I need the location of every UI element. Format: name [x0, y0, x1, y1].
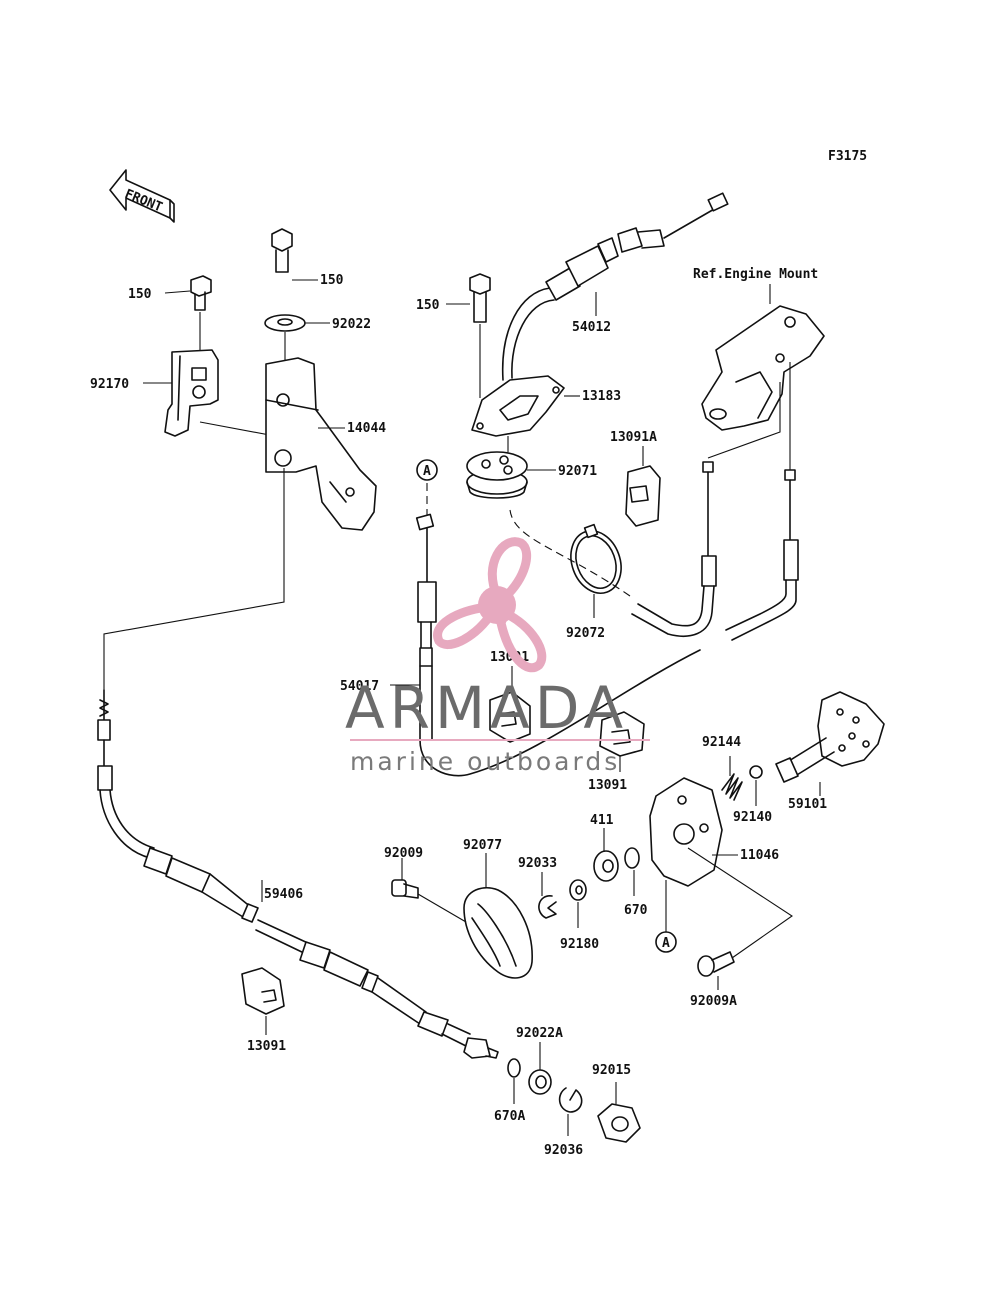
washer-92180 [569, 879, 587, 928]
label-54017: 54017 [340, 679, 379, 694]
label-13091A: 13091A [610, 430, 657, 445]
label-411: 411 [590, 813, 614, 828]
label-92140: 92140 [733, 810, 772, 825]
label-92033: 92033 [518, 856, 557, 871]
bolt-150-left [164, 275, 212, 311]
spring-92144 [721, 756, 743, 801]
bracket-92170 [164, 349, 219, 437]
cable-right-pair [631, 461, 799, 641]
plate-13183 [471, 375, 580, 437]
label-92036: 92036 [544, 1143, 583, 1158]
label-92071: 92071 [558, 464, 597, 479]
shaft-59101 [775, 691, 885, 796]
label-150-mid: 150 [320, 273, 344, 288]
svg-text:A: A [423, 464, 431, 479]
label-92180: 92180 [560, 937, 599, 952]
label-92022: 92022 [332, 317, 371, 332]
label-13091-right: 13091 [588, 778, 627, 793]
oring-670A [507, 1058, 521, 1104]
plate-11046 [649, 777, 738, 887]
label-670A: 670A [494, 1109, 525, 1124]
label-14044: 14044 [347, 421, 386, 436]
label-92022A: 92022A [516, 1026, 563, 1041]
bolt-150-mid [271, 228, 318, 281]
grommet-13091-bottom [241, 967, 285, 1035]
svg-text:A: A [662, 936, 670, 951]
watermark-brand: ARMADA [345, 674, 628, 742]
label-13183: 13183 [582, 389, 621, 404]
screw-92009A [697, 951, 735, 990]
watermark: ARMADA marine outboards [345, 537, 650, 776]
cable-54017 [415, 513, 701, 777]
grommet-13091-center [489, 666, 531, 743]
cable-59406 [97, 689, 499, 1059]
bracket-14044 [265, 357, 377, 531]
label-92015: 92015 [592, 1063, 631, 1078]
engine-mount-bracket [701, 305, 825, 431]
engine-mount-reference: Ref.Engine Mount [693, 267, 818, 282]
label-92170: 92170 [90, 377, 129, 392]
figure-code: F3175 [828, 149, 867, 164]
nut-92015 [597, 1082, 641, 1143]
ball-92140 [749, 765, 763, 806]
knob-92077 [463, 853, 533, 979]
label-59101: 59101 [788, 797, 827, 812]
grommet-92071 [466, 451, 556, 499]
front-arrow-icon: FRONT [109, 169, 175, 223]
label-92144: 92144 [702, 735, 741, 750]
label-54012: 54012 [572, 320, 611, 335]
lockwasher-92036 [558, 1087, 583, 1136]
watermark-tagline: marine outboards [350, 747, 620, 776]
label-670: 670 [624, 903, 648, 918]
label-150-left: 150 [128, 287, 152, 302]
label-13091-bottom: 13091 [247, 1039, 286, 1054]
clip-92033 [538, 872, 557, 919]
label-59406: 59406 [264, 887, 303, 902]
bolt-150-right [446, 273, 491, 323]
label-92077: 92077 [463, 838, 502, 853]
label-92072: 92072 [566, 626, 605, 641]
propeller-logo-icon [433, 537, 547, 673]
clamp-92072 [570, 523, 622, 618]
label-150-right: 150 [416, 298, 440, 313]
oring-670 [624, 847, 640, 896]
callout-a-upper: A [416, 459, 438, 481]
cable-54012 [501, 192, 729, 381]
label-11046: 11046 [740, 848, 779, 863]
callout-a-lower: A [655, 931, 677, 953]
washer-411 [593, 828, 619, 882]
washer-92022A [528, 1042, 552, 1095]
washer-92022 [264, 314, 330, 332]
label-92009A: 92009A [690, 994, 737, 1009]
label-92009: 92009 [384, 846, 423, 861]
grommet-13091A [625, 446, 661, 527]
screw-92009 [391, 858, 467, 923]
grommet-13091-right [599, 711, 645, 772]
